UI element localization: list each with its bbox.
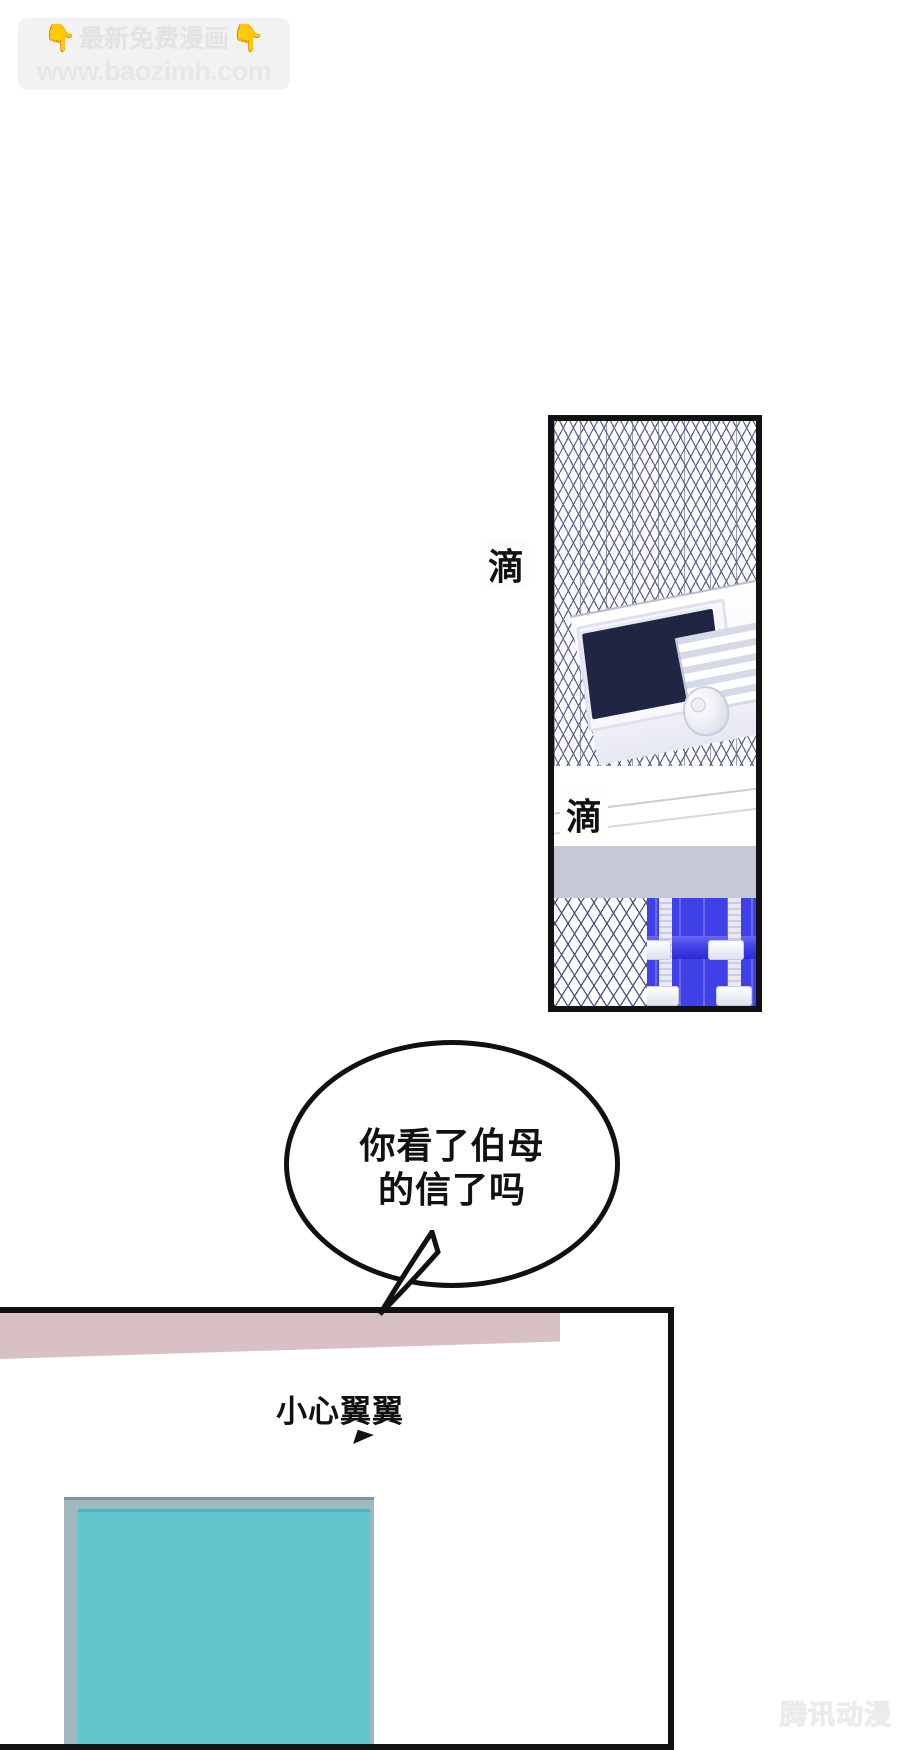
grey-band — [554, 846, 756, 902]
panel-hospital-equipment — [548, 415, 762, 1012]
watermark-url-text: www.baozimh.com — [36, 55, 272, 86]
site-watermark-badge: 👇 最新免费漫画 👇 www.baozimh.com — [18, 18, 290, 90]
pointing-down-hand-icon-left: 👇 — [43, 23, 77, 53]
watermark-tagline-text: 最新免费漫画 — [78, 24, 229, 53]
sfx-beep-2: 滴 — [560, 790, 608, 838]
watermark-tagline-row: 👇 最新免费漫画 👇 — [43, 22, 264, 56]
ceiling-wall-strip — [0, 1313, 560, 1359]
tube-cap-3 — [642, 986, 679, 1006]
speech-bubble: 你看了伯母 的信了吗 — [284, 1040, 620, 1316]
publisher-watermark: 腾讯动漫 — [780, 1700, 892, 1732]
red-haired-character — [88, 1713, 388, 1750]
tube-cap-4 — [715, 986, 752, 1006]
speech-bubble-text: 你看了伯母 的信了吗 — [359, 1126, 545, 1211]
tube-cap-2 — [707, 940, 744, 960]
speech-bubble-body — [284, 1040, 620, 1288]
pointing-down-hand-icon-right: 👇 — [231, 23, 265, 53]
narration-text: 小心翼翼 — [276, 1394, 404, 1430]
blue-tube-zone — [554, 898, 756, 1006]
sfx-beep-1: 滴 — [482, 540, 530, 588]
speech-bubble-tail — [377, 1230, 441, 1316]
panel-two-characters — [0, 1307, 674, 1750]
mesh-curtain-lower — [554, 898, 647, 1006]
door-panel — [78, 1509, 370, 1744]
